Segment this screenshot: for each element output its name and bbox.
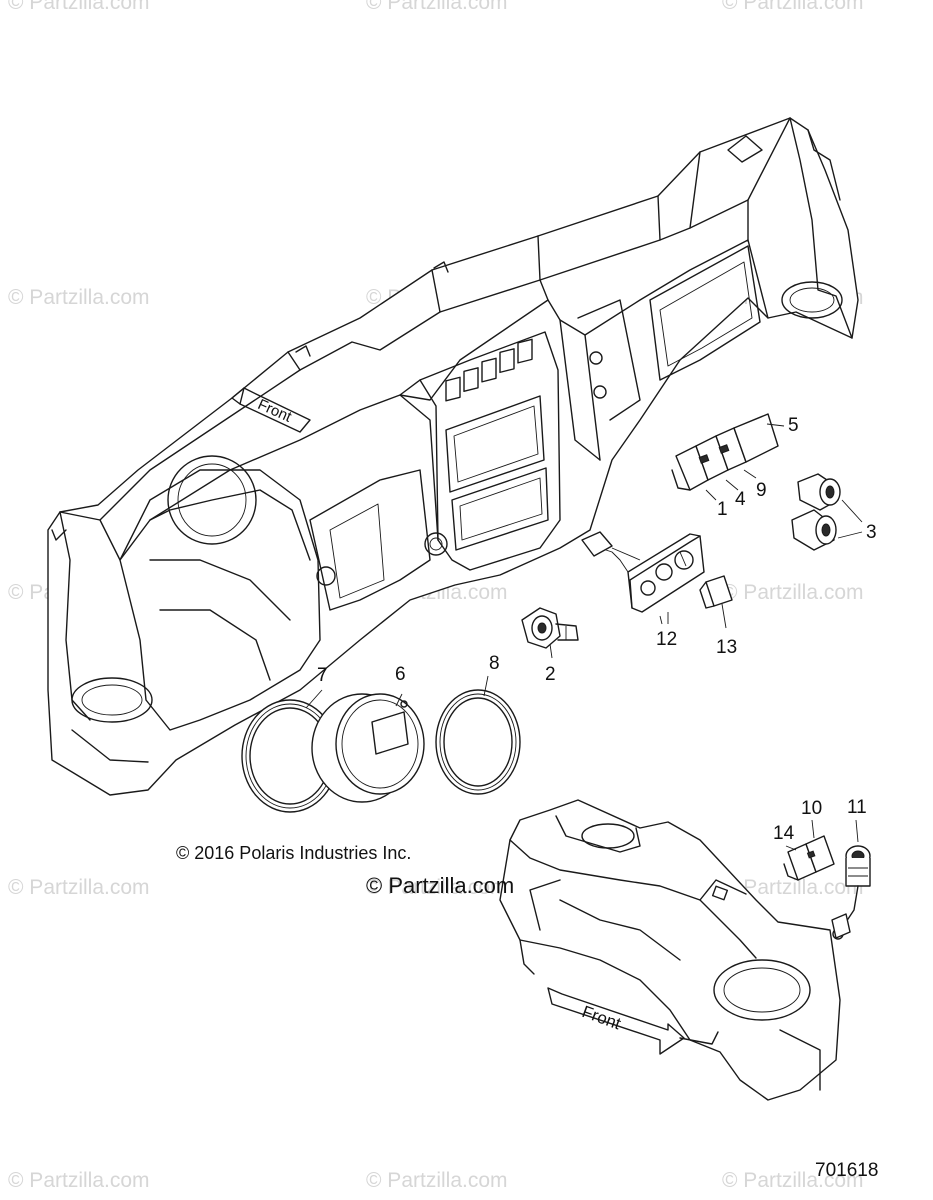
copyright-notice: © 2016 Polaris Industries Inc. (176, 843, 412, 863)
site-credit: © Partzilla.com (366, 873, 515, 898)
watermark: © Partzilla.com (366, 876, 508, 899)
watermark: © Partzilla.com (722, 1169, 864, 1192)
callout-13: 13 (716, 637, 738, 658)
leader-lines (305, 423, 859, 851)
small-switch (699, 575, 733, 609)
callout-2: 2 (545, 664, 556, 685)
watermark: © Partzilla.com (366, 1169, 508, 1192)
callout-7: 7 (317, 665, 328, 686)
callout-3: 3 (866, 522, 877, 543)
callout-11: 11 (847, 797, 867, 818)
watermark: © Partzilla.com (8, 0, 150, 14)
watermark: © Partzilla.com (722, 581, 864, 604)
gauge-trim-ring (435, 689, 521, 795)
speedometer-gauge (311, 693, 425, 803)
callout-9: 9 (756, 480, 767, 501)
callout-5: 5 (788, 415, 799, 436)
watermark: © Partzilla.com (8, 286, 150, 309)
console-switches (783, 835, 835, 881)
watermark: © Partzilla.com (722, 0, 864, 14)
watermark: © Partzilla.com (722, 876, 864, 899)
switch-row (445, 338, 533, 402)
callout-12: 12 (656, 629, 678, 650)
dashboard-assembly (47, 117, 859, 796)
callout-6: 6 (395, 664, 406, 685)
figure-number: 701618 (815, 1160, 879, 1181)
callout-10: 10 (801, 798, 823, 819)
accessory-socket (521, 607, 579, 649)
callout-1: 1 (717, 499, 728, 520)
power-outlets (791, 473, 863, 551)
watermark: © Partzilla.com (366, 0, 508, 14)
callout-8: 8 (489, 653, 500, 674)
ignition-switch (831, 845, 871, 939)
callout-14: 14 (773, 823, 795, 844)
watermark: © Partzilla.com (8, 876, 150, 899)
rocker-switches (671, 413, 779, 491)
watermark: © Partzilla.com (8, 1169, 150, 1192)
center-console (499, 799, 844, 1101)
headlight-control-panel (581, 531, 705, 625)
callout-4: 4 (735, 489, 746, 510)
